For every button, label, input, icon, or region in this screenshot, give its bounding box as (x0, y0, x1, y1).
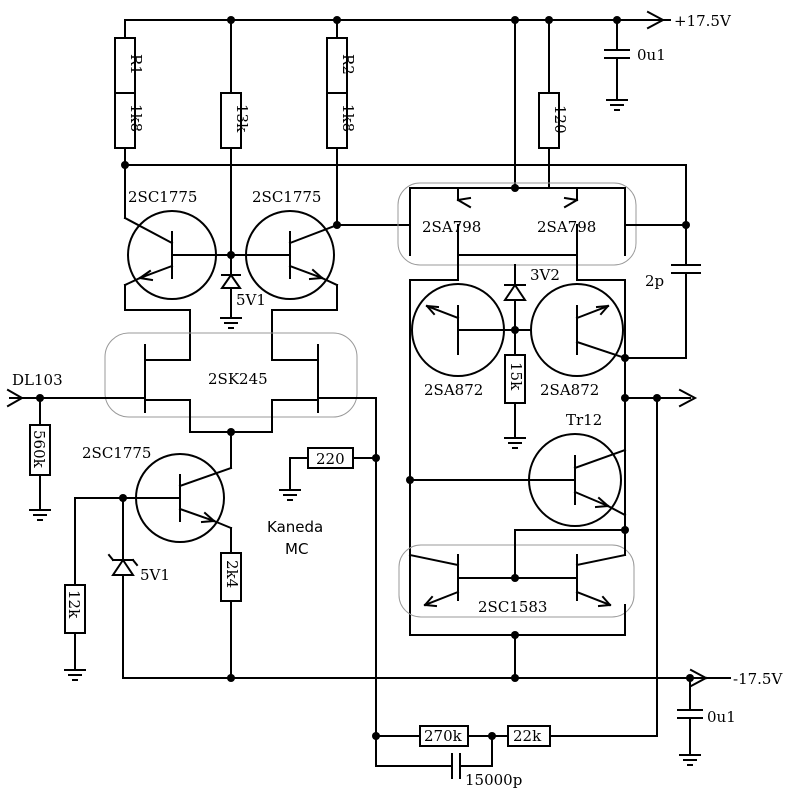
c-top-label: 0u1 (637, 46, 666, 64)
pnp-r-label: 2SA872 (540, 381, 599, 399)
transistor-pnp-l (409, 279, 578, 377)
resistor-2k4 (220, 552, 242, 679)
junction-dots (36, 16, 694, 740)
r-560k-label: 560k (30, 430, 48, 469)
top-pnp-label-l: 2SA798 (422, 218, 481, 236)
r1-value: 1k8 (127, 104, 145, 132)
capacitor-2p (624, 164, 701, 359)
r2-name: R2 (339, 54, 357, 75)
tr12-label: Tr12 (566, 411, 602, 429)
r-120-label: 120 (551, 105, 569, 134)
q2-label: 2SC1775 (252, 188, 321, 206)
zener-5v1-top-label: 5V1 (236, 291, 266, 309)
positive-rail (124, 10, 671, 30)
resistor-r1 (114, 19, 136, 166)
capacitor-top (604, 19, 630, 111)
top-pnp-label-r: 2SA798 (537, 218, 596, 236)
resistor-120 (538, 19, 560, 189)
resistor-r2 (326, 19, 348, 226)
zener-5v1-top (220, 254, 242, 329)
c-fb-label: 15000p (465, 771, 522, 789)
transistor-current-source (122, 453, 233, 554)
positive-rail-label: +17.5V (674, 12, 732, 30)
current-source-bias (64, 497, 139, 681)
transistor-pnp-r (530, 279, 627, 377)
zener-3v2-label: 3V2 (530, 266, 560, 284)
transistor-tr12 (409, 433, 627, 527)
title-line1: Kaneda (267, 518, 323, 536)
q-cs-label: 2SC1775 (82, 444, 151, 462)
top-pnp-pair (404, 187, 687, 281)
resistor-15k (504, 354, 526, 449)
jfet-pair (144, 344, 319, 469)
group-jfet (104, 332, 358, 418)
r-15k-label: 15k (507, 362, 525, 391)
negative-rail (122, 668, 731, 688)
r-22k-label: 22k (513, 727, 542, 745)
mirror-label: 2SC1583 (478, 598, 547, 616)
current-mirror (408, 529, 627, 679)
r2-value: 1k8 (339, 104, 357, 132)
r-220-label: 220 (316, 450, 345, 468)
r-270k-label: 270k (424, 727, 463, 745)
title-line2: MC (285, 540, 308, 558)
zener-5v1-bottom-label: 5V1 (140, 566, 170, 584)
r-2k4-label: 2k4 (223, 560, 241, 588)
r-12k-label: 12k (65, 590, 83, 619)
pnp-l-label: 2SA872 (424, 381, 483, 399)
q1-label: 2SC1775 (128, 188, 197, 206)
r-13k-label: 13k (233, 104, 251, 133)
capacitor-bottom (677, 677, 703, 766)
c-bot-label: 0u1 (707, 708, 736, 726)
resistor-13k (220, 19, 242, 254)
resistor-220 (279, 447, 377, 501)
transistor-q1 (123, 164, 232, 361)
c-comp-label: 2p (645, 272, 664, 290)
output-terminal (624, 357, 698, 737)
r1-name: R1 (127, 54, 145, 75)
negative-rail-label: -17.5V (733, 670, 783, 688)
input-terminal (6, 388, 146, 521)
input-label: DL103 (12, 371, 63, 389)
group-current-mirror (398, 544, 635, 618)
jfet-label: 2SK245 (208, 370, 268, 388)
transistor-q2 (230, 210, 339, 361)
zener-3v2 (503, 264, 527, 356)
